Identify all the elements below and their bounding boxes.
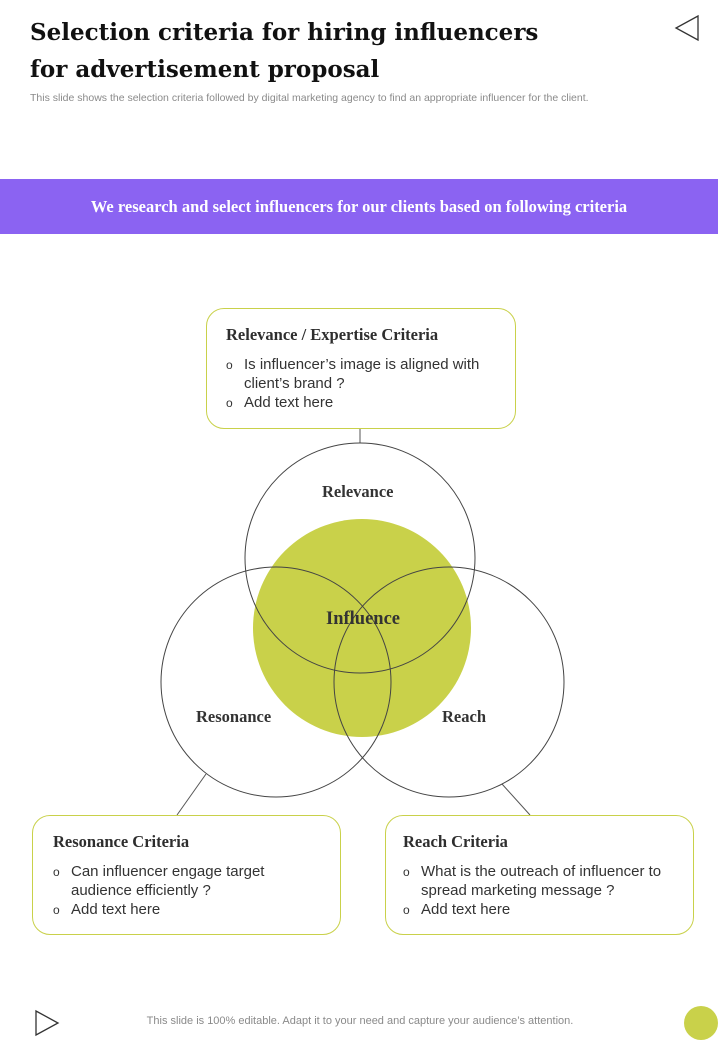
resonance-criteria-title: Resonance Criteria (53, 832, 190, 851)
title-line-2: for advertisement proposal (30, 56, 380, 83)
venn-label-influence: Influence (326, 609, 400, 629)
relevance-criteria-title: Relevance / Expertise Criteria (226, 325, 439, 344)
venn-label-reach: Reach (442, 707, 486, 726)
circle-filled-icon (684, 1006, 718, 1040)
influence-circle (253, 519, 471, 737)
reach-criteria-title: Reach Criteria (403, 832, 508, 851)
footer-text: This slide is 100% editable. Adapt it to… (146, 1015, 574, 1027)
relevance-circle (244, 442, 476, 674)
criteria-banner: We research and select influencers for o… (0, 179, 718, 234)
circle-bullet-icon: o (226, 358, 233, 372)
triangle-right-outline-icon[interactable] (34, 1009, 60, 1037)
circle-bullet-icon: o (226, 396, 233, 410)
banner-text: We research and select influencers for o… (90, 196, 628, 216)
circle-bullet-icon: o (403, 865, 410, 879)
connector-line-left (176, 773, 207, 816)
venn-label-resonance: Resonance (196, 707, 272, 726)
resonance-circle (160, 566, 392, 798)
reach-circle (333, 566, 565, 798)
triangle-left-outline-icon[interactable] (674, 14, 700, 42)
circle-bullet-icon: o (403, 903, 410, 917)
venn-label-relevance: Relevance (322, 482, 394, 501)
title-line-1: Selection criteria for hiring influencer… (30, 19, 539, 46)
circle-bullet-icon: o (53, 903, 60, 917)
connector-line-right (501, 783, 531, 816)
page-subtitle: This slide shows the selection criteria … (30, 92, 589, 104)
circle-bullet-icon: o (53, 865, 60, 879)
page-title: Selection criteria for hiring influencer… (30, 14, 590, 88)
